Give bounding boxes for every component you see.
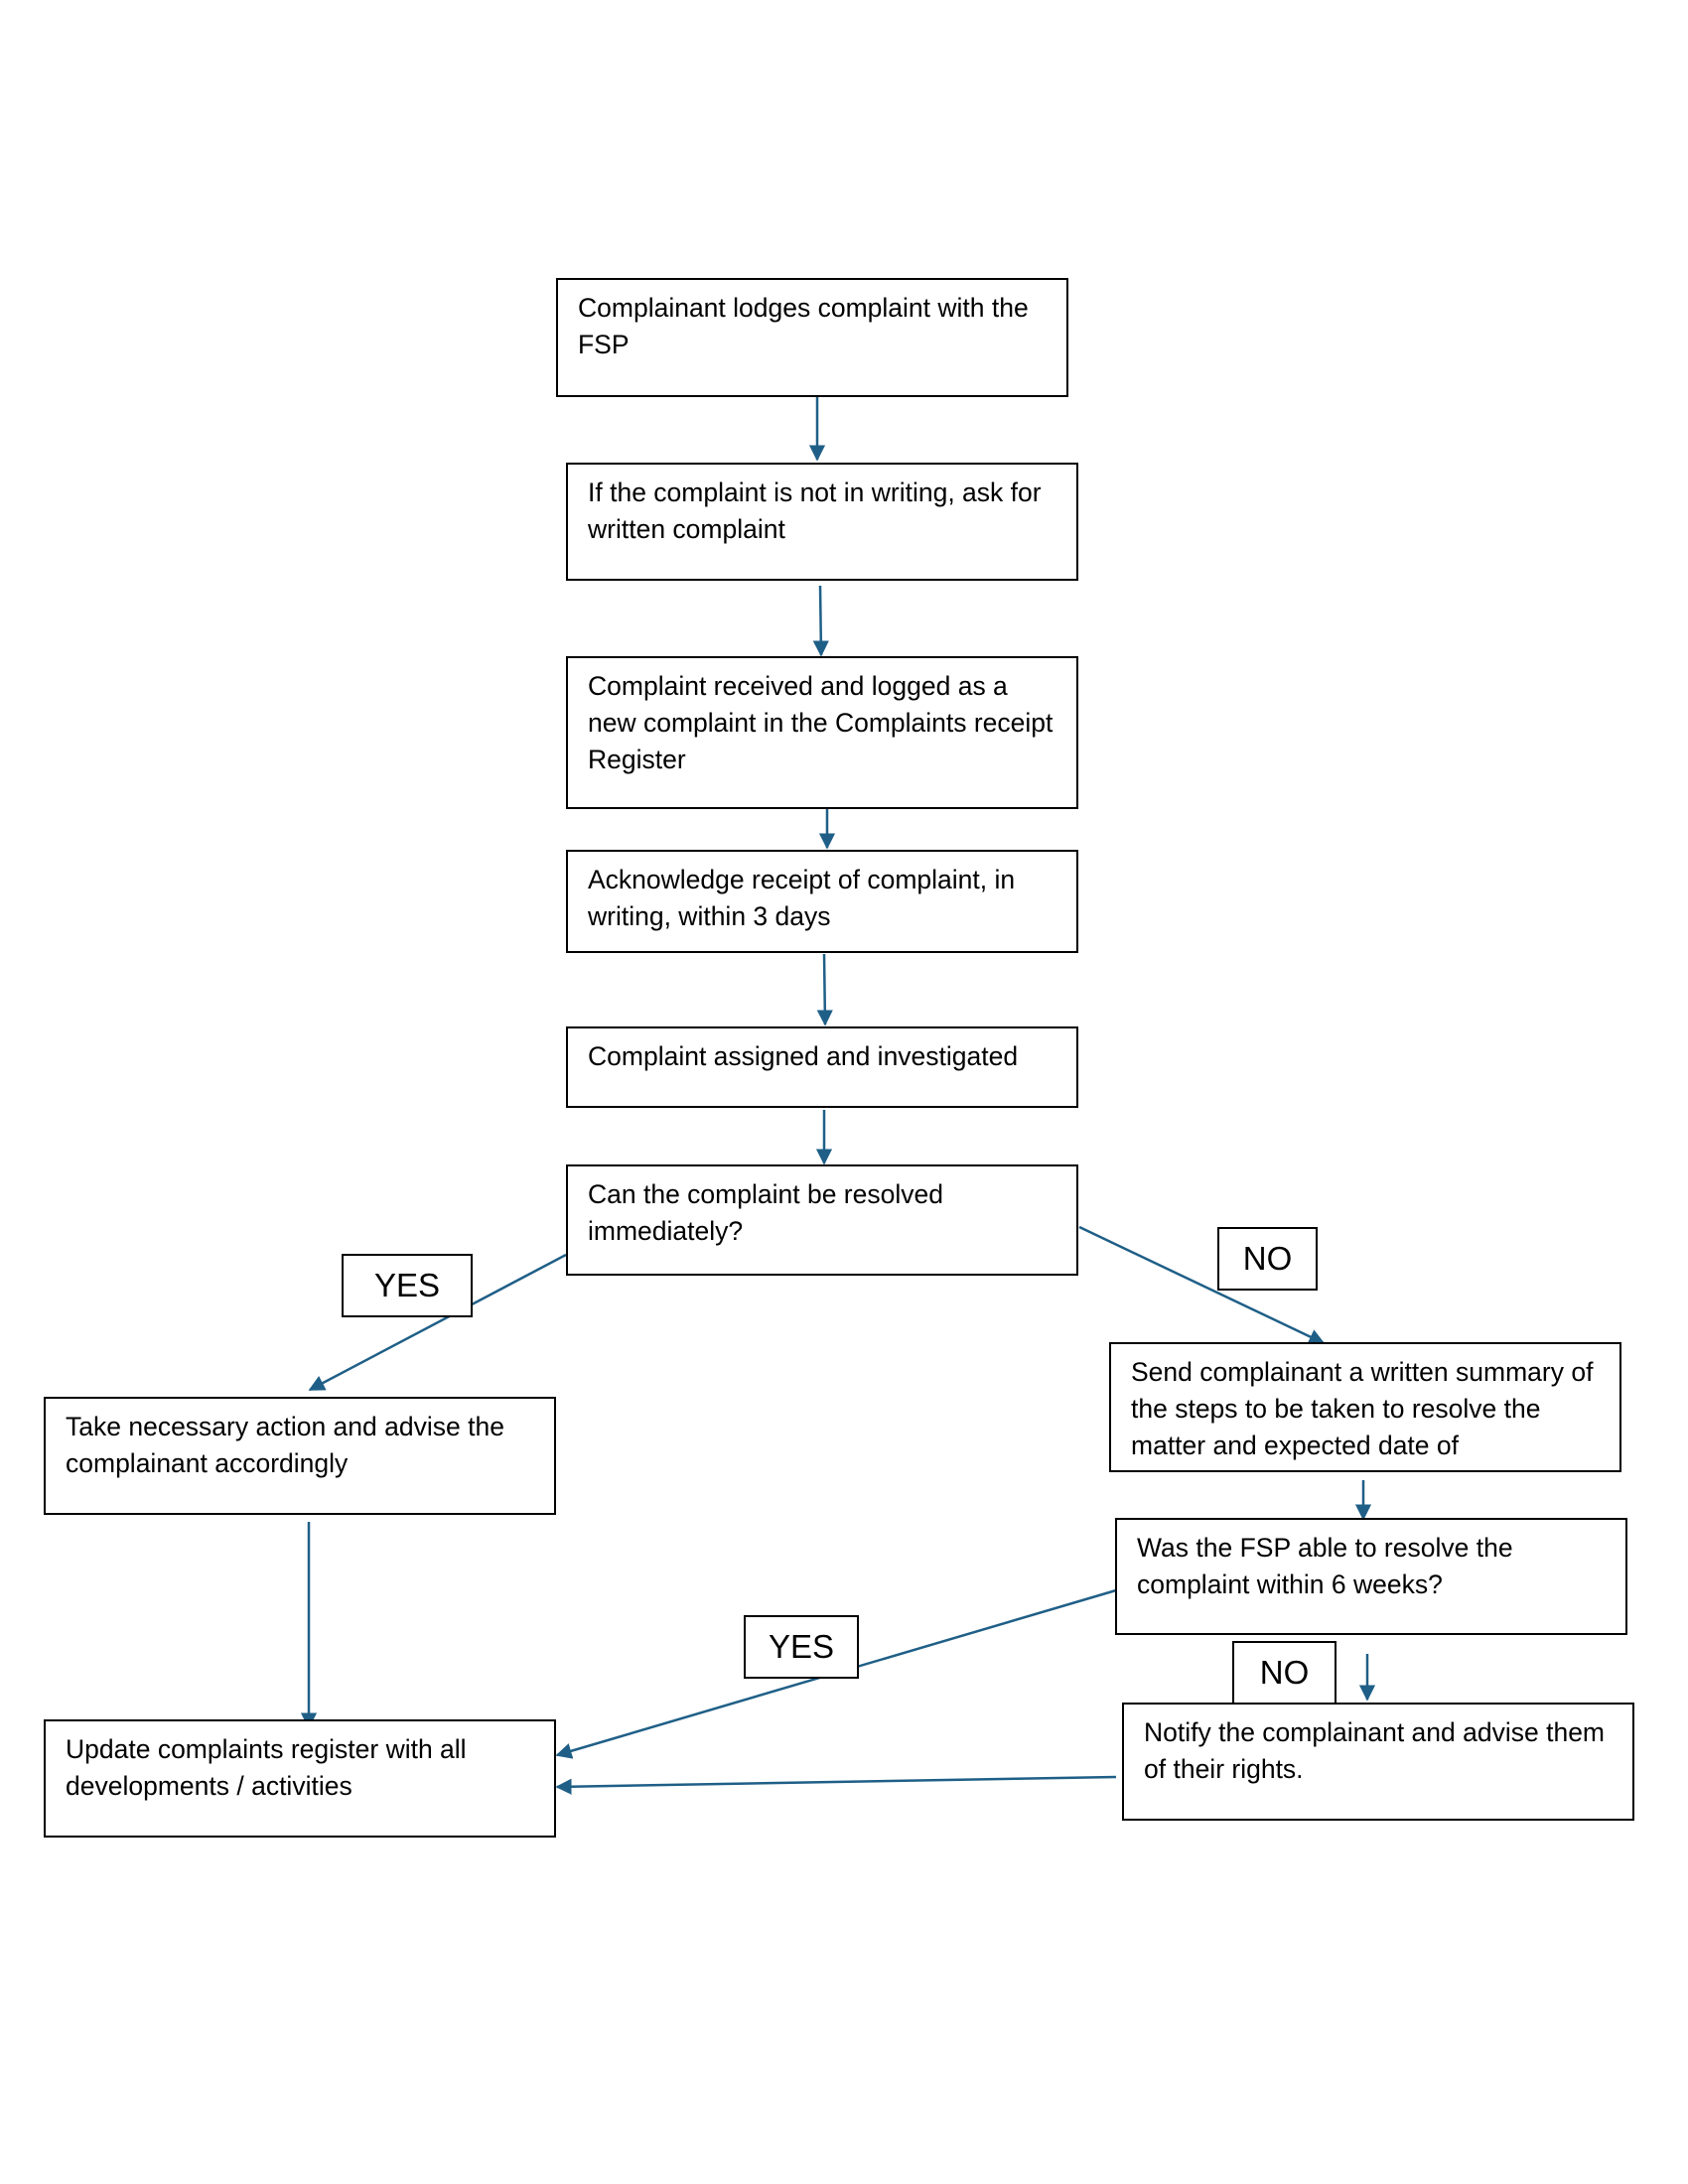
arrow-question-no (1078, 1225, 1326, 1345)
arrow-question-yes (308, 1253, 567, 1392)
node-six-weeks-question: Was the FSP able to resolve the complain… (1115, 1518, 1627, 1635)
node-request-written: If the complaint is not in writing, ask … (566, 463, 1078, 581)
label-yes-six-weeks: YES (744, 1615, 859, 1679)
node-take-action: Take necessary action and advise the com… (44, 1397, 556, 1515)
label-yes-resolve: YES (342, 1254, 473, 1317)
label-no-six-weeks: NO (1232, 1641, 1336, 1705)
node-lodge-complaint: Complainant lodges complaint with the FS… (556, 278, 1068, 397)
arrow-notify-to-update (555, 1775, 1117, 1795)
label-no-resolve: NO (1217, 1227, 1318, 1291)
node-notify-rights: Notify the complainant and advise them o… (1122, 1703, 1634, 1821)
node-complaint-logged: Complaint received and logged as a new c… (566, 656, 1078, 809)
node-update-register: Update complaints register with all deve… (44, 1719, 556, 1838)
node-send-summary: Send complainant a written summary of th… (1109, 1342, 1621, 1472)
arrow-written-to-logged (812, 585, 829, 657)
node-assigned-investigated: Complaint assigned and investigated (566, 1026, 1078, 1108)
node-acknowledge-receipt: Acknowledge receipt of complaint, in wri… (566, 850, 1078, 953)
arrow-acknowledge-to-assigned (816, 953, 833, 1026)
node-resolve-immediately-question: Can the complaint be resolved immediatel… (566, 1164, 1078, 1276)
